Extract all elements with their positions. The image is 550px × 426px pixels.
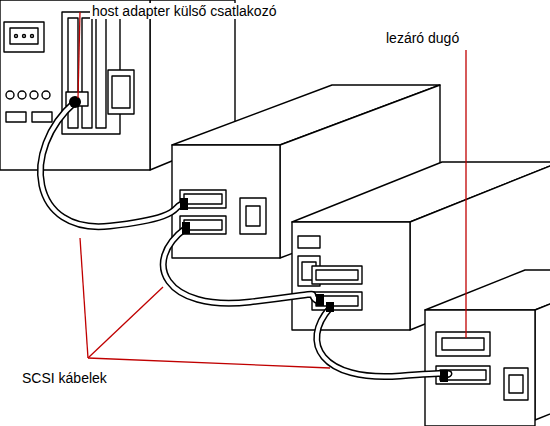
leader-line bbox=[78, 12, 466, 368]
external-device bbox=[425, 270, 550, 426]
callout-label: lezáró dugó bbox=[384, 30, 461, 46]
cable-plug bbox=[69, 96, 448, 382]
callout-label: SCSI kábelek bbox=[20, 370, 109, 386]
scsi-cable bbox=[40, 102, 449, 377]
callout-label: host adapter külső csatlakozó bbox=[90, 3, 278, 19]
